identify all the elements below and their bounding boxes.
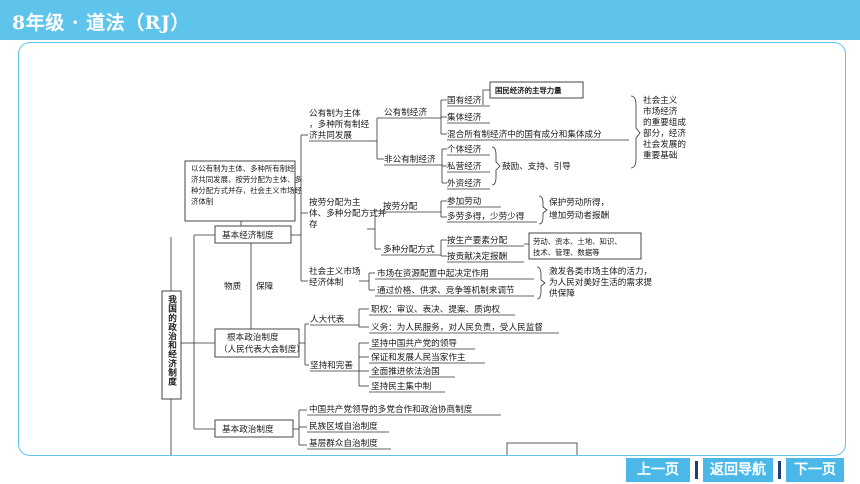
market-label-1: 社会主义市场 bbox=[309, 265, 361, 277]
improve-item-2: 保证和发展人民当家作主 bbox=[371, 351, 466, 363]
labor-label: 按劳分配 bbox=[383, 200, 418, 212]
multiple-item-1: 按生产要素分配 bbox=[447, 234, 508, 246]
basic-political-item-1: 中国共产党领导的多党合作和政治协商制度 bbox=[309, 403, 473, 415]
mindmap-note-box bbox=[184, 160, 296, 222]
content-frame: 我国的政治和经济制度 以公有制为主体、多种所有制经 济共同发展，按劳分配为主体、… bbox=[18, 42, 846, 456]
basic-political-box bbox=[214, 419, 294, 438]
mindmap-note-line-3: 种分配方式并存，社会主义市场经 bbox=[191, 186, 302, 195]
side-note-line-6: 重要基础 bbox=[643, 149, 677, 161]
nonpublic-item-3: 外资经济 bbox=[447, 177, 482, 189]
ownership-label-2: ，多种所有制经 bbox=[309, 118, 370, 130]
fundamental-title-1: 根本政治制度 bbox=[227, 331, 279, 343]
factors-box bbox=[528, 232, 642, 260]
deputies-item-2: 义务：为人民服务，对人民负责，受人民监督 bbox=[371, 321, 543, 333]
nonpublic-item-2: 私营经济 bbox=[447, 160, 482, 172]
market-note-3: 供保障 bbox=[549, 287, 575, 299]
fundamental-title-2: （人民代表大会制度） bbox=[219, 343, 305, 355]
basic-political-item-2: 民族区域自治制度 bbox=[309, 420, 378, 432]
ownership-label-3: 济共同发展 bbox=[309, 129, 352, 141]
mindmap-note-line-1: 以公有制为主体、多种所有制经 bbox=[191, 164, 295, 173]
nav-divider bbox=[695, 461, 698, 479]
labor-item-1: 参加劳动 bbox=[447, 195, 482, 207]
prev-page-button[interactable]: 上一页 bbox=[626, 458, 690, 482]
link-left-label: 物质 bbox=[224, 280, 242, 292]
page-nav: 上一页 返回导航 下一页 bbox=[626, 458, 844, 482]
market-note-1: 激发各类市场主体的活力， bbox=[549, 265, 652, 277]
economic-system-title: 基本经济制度 bbox=[222, 229, 274, 241]
mind-map: 我国的政治和经济制度 以公有制为主体、多种所有制经 济共同发展，按劳分配为主体、… bbox=[161, 81, 686, 455]
public-item-3: 混合所有制经济中的国有成分和集体成分 bbox=[447, 128, 602, 140]
improve-item-4: 坚持民主集中制 bbox=[371, 380, 431, 392]
fundamental-system-box bbox=[214, 328, 300, 358]
nonpublic-item-1: 个体经济 bbox=[447, 143, 482, 155]
page-title: 8年级 · 道法（RJ） bbox=[12, 12, 190, 34]
market-label-2: 经济体制 bbox=[309, 276, 343, 288]
improve-item-1: 坚持中国共产党的领导 bbox=[371, 337, 457, 349]
factors-line-1: 劳动、资本、土地、知识、 bbox=[533, 237, 622, 246]
public-callout: 国民经济的主导力量 bbox=[495, 86, 562, 95]
basic-political-title: 基本政治制度 bbox=[222, 423, 274, 435]
nonpublic-economy-label: 非公有制经济 bbox=[384, 153, 436, 165]
side-note-line-1: 社会主义 bbox=[643, 94, 678, 106]
header-bar: 8年级 · 道法（RJ） bbox=[0, 0, 860, 40]
ownership-label-1: 公有制为主体 bbox=[309, 107, 361, 119]
side-note-line-5: 社会发展的 bbox=[643, 138, 686, 150]
back-to-nav-button[interactable]: 返回导航 bbox=[703, 458, 773, 482]
multiple-item-2: 按贡献决定报酬 bbox=[447, 250, 507, 262]
side-note-line-2: 市场经济 bbox=[643, 105, 678, 117]
nonpublic-policy: 鼓励、支持、引导 bbox=[502, 160, 571, 172]
distribution-label-3: 存 bbox=[309, 218, 318, 230]
deputies-label: 人大代表 bbox=[310, 313, 345, 325]
public-economy-label: 公有制经济 bbox=[384, 106, 427, 118]
market-note-2: 为人民对美好生活的需求提 bbox=[549, 276, 653, 288]
mindmap-root: 我国的政治和经济制度 bbox=[167, 294, 178, 387]
mindmap-note-line-4: 济体制 bbox=[191, 197, 213, 206]
basic-political-item-3: 基层群众自治制度 bbox=[309, 437, 378, 449]
side-note-line-3: 的重要组成 bbox=[643, 116, 686, 128]
economic-system-box bbox=[214, 225, 292, 244]
mindmap-note-line-2: 济共同发展，按劳分配为主体、多 bbox=[191, 175, 302, 184]
labor-item-2: 多劳多得，少劳少得 bbox=[447, 210, 525, 222]
labor-note-2: 增加劳动者报酬 bbox=[549, 209, 609, 221]
mindmap-root-box bbox=[161, 290, 182, 400]
improve-item-3: 全面推进依法治国 bbox=[371, 365, 440, 377]
factors-line-2: 技术、管理、数据等 bbox=[533, 248, 600, 257]
public-item-1: 国有经济 bbox=[447, 94, 482, 106]
next-page-button[interactable]: 下一页 bbox=[786, 458, 844, 482]
labor-note-1: 保护劳动所得， bbox=[549, 196, 609, 208]
side-note-line-4: 部分，经济 bbox=[643, 127, 686, 139]
improve-label: 坚持和完善 bbox=[310, 359, 353, 371]
market-item-1: 市场在资源配置中起决定作用 bbox=[377, 267, 489, 279]
deputies-item-1: 职权：审议、表决、提案、质询权 bbox=[371, 303, 500, 315]
nav-divider bbox=[778, 461, 781, 479]
multiple-label: 多种分配方式 bbox=[383, 243, 435, 255]
public-item-2: 集体经济 bbox=[447, 111, 482, 123]
market-item-2: 通过价格、供求、竞争等机制来调节 bbox=[377, 284, 515, 296]
distribution-label-1: 按劳分配为主 bbox=[309, 196, 361, 208]
link-right-label: 保障 bbox=[256, 280, 274, 292]
distribution-label-2: 体、多种分配方式并 bbox=[309, 207, 387, 219]
